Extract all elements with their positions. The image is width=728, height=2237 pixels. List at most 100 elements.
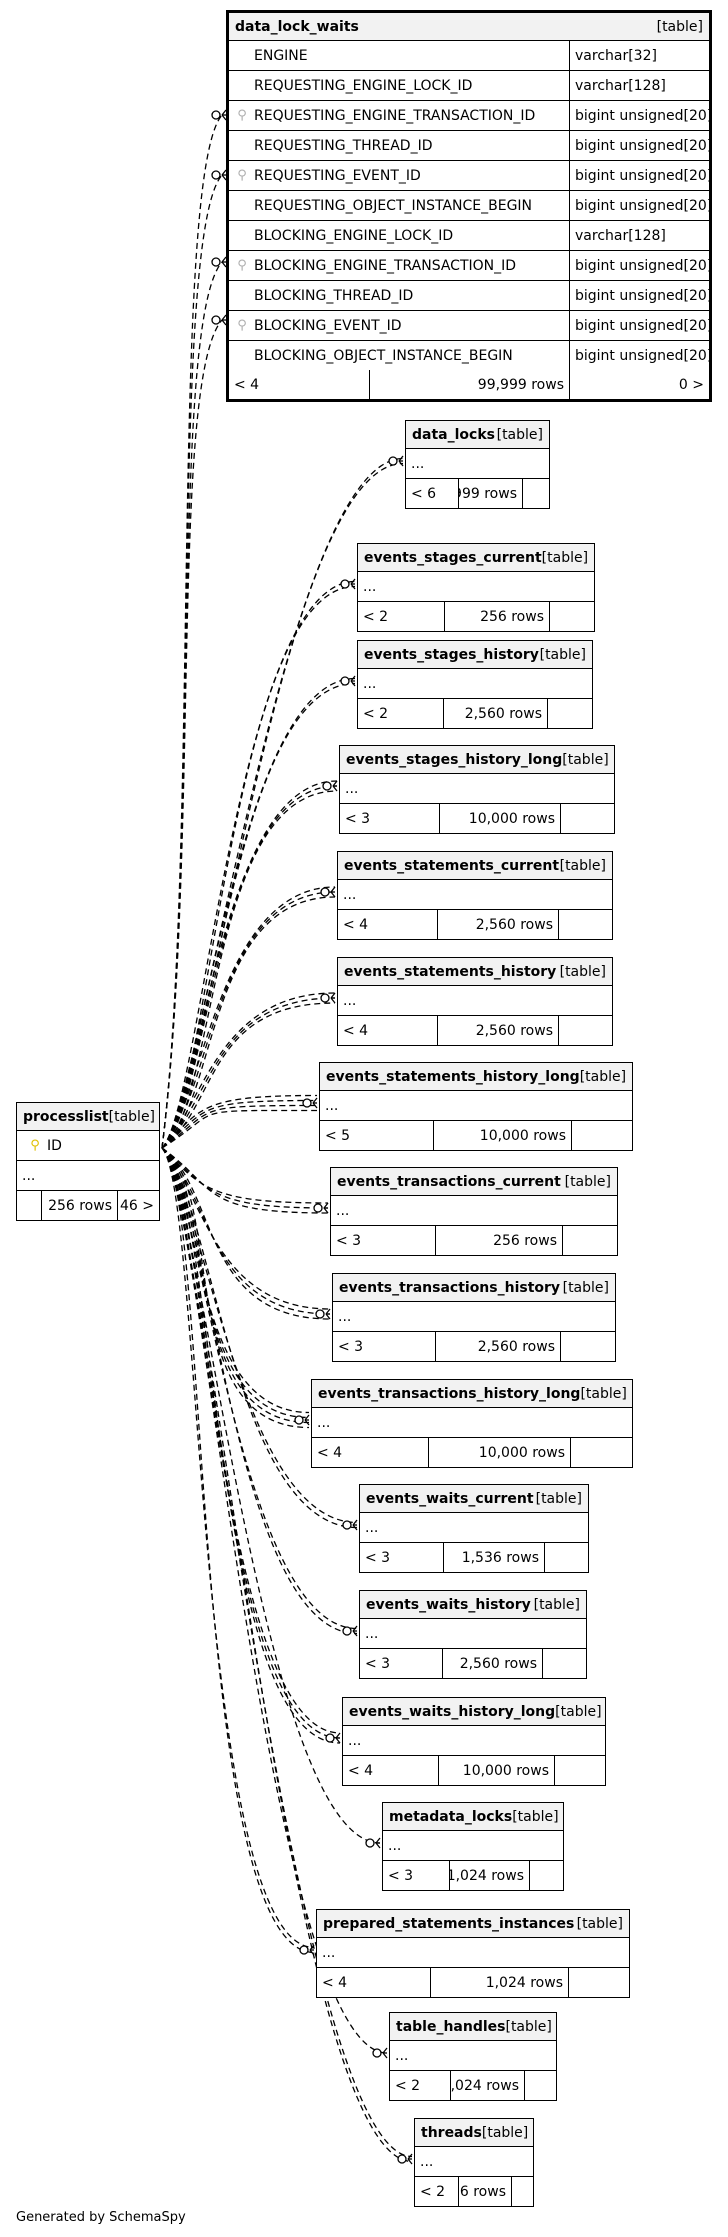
table-events-transactions-history[interactable]: events_transactions_history[table]...< 3… xyxy=(332,1273,616,1362)
table-name: events_stages_history_long xyxy=(346,751,563,768)
edge-to-events-statements-history-long xyxy=(161,1099,318,1149)
crow-foot-icon xyxy=(294,1414,310,1426)
table-header: processlist [table] xyxy=(17,1103,159,1131)
crow-foot-icon xyxy=(322,780,338,792)
table-name: data_lock_waits xyxy=(235,18,359,35)
row-count: 2,560 rows xyxy=(435,1332,560,1361)
children-count xyxy=(547,699,592,728)
column-name: REQUESTING_ENGINE_TRANSACTION_ID xyxy=(254,107,536,124)
crow-foot-icon xyxy=(325,1732,341,1744)
parents-count: < 3 xyxy=(338,1338,364,1355)
table-kind: [table] xyxy=(559,857,606,874)
table-events-transactions-history-long[interactable]: events_transactions_history_long[table].… xyxy=(311,1379,633,1468)
foreign-key-icon: ⚲ xyxy=(237,318,247,333)
children-count xyxy=(560,1332,615,1361)
edge-to-threads xyxy=(161,1147,413,2163)
edge-to-events-transactions-current xyxy=(161,1147,329,1209)
row-count: 256 rows xyxy=(444,602,549,631)
column-ellipsis: ... xyxy=(17,1161,159,1191)
table-processlist[interactable]: processlist [table] ⚲ ID ... 256 rows 46… xyxy=(16,1102,160,1221)
table-data-locks[interactable]: data_locks[table]...< 699,999 rows xyxy=(405,420,550,509)
children-count xyxy=(570,1438,632,1467)
edge-to-table-handles xyxy=(161,1147,388,2054)
edge-to-events-stages-history xyxy=(161,677,356,1149)
edge-to-events-waits-current xyxy=(161,1147,358,1529)
table-kind: [table] xyxy=(535,1490,582,1507)
edge-to-main xyxy=(161,319,223,1149)
column-name: BLOCKING_OBJECT_INSTANCE_BEGIN xyxy=(254,347,513,364)
column-type: varchar[32] xyxy=(569,41,709,70)
crow-foot-icon xyxy=(211,109,227,121)
table-kind: [table] xyxy=(505,2018,552,2035)
row-count: 2,560 rows xyxy=(442,1649,542,1678)
parents-count: < 4 xyxy=(343,916,369,933)
column-name: REQUESTING_OBJECT_INSTANCE_BEGIN xyxy=(254,197,533,214)
table-kind: [table] xyxy=(562,1279,609,1296)
table-header: events_waits_history_long[table] xyxy=(343,1698,605,1726)
edge-to-events-transactions-history-long xyxy=(161,1147,310,1429)
children-count xyxy=(529,1861,563,1890)
table-kind: [table] xyxy=(656,18,703,35)
table-name: table_handles xyxy=(396,2018,506,2035)
table-table-handles[interactable]: table_handles[table]...< 21,024 rows xyxy=(389,2012,557,2101)
parents-count: < 4 xyxy=(317,1444,343,1461)
table-footer: < 21,024 rows xyxy=(390,2071,556,2100)
children-count xyxy=(562,1226,617,1255)
table-header: events_statements_history_long[table] xyxy=(320,1063,632,1091)
table-kind: [table] xyxy=(496,426,543,443)
table-kind: [table] xyxy=(576,1915,623,1932)
column-ellipsis: ... xyxy=(317,1938,629,1968)
row-count: 10,000 rows xyxy=(438,1756,554,1785)
edge-to-data-locks xyxy=(161,457,404,1149)
column-ellipsis: ... xyxy=(360,1619,586,1649)
table-kind: [table] xyxy=(533,1596,580,1613)
table-name: events_stages_current xyxy=(364,549,542,566)
table-header: events_transactions_history_long[table] xyxy=(312,1380,632,1408)
table-name: events_waits_current xyxy=(366,1490,534,1507)
column-type: varchar[128] xyxy=(569,71,709,100)
column-name: REQUESTING_EVENT_ID xyxy=(254,167,421,184)
table-header: events_stages_current[table] xyxy=(358,544,594,572)
table-events-statements-history-long[interactable]: events_statements_history_long[table]...… xyxy=(319,1062,633,1151)
crow-foot-icon xyxy=(365,1837,381,1849)
table-header: events_stages_history_long[table] xyxy=(340,746,614,774)
parents-count: < 3 xyxy=(365,1549,391,1566)
crow-foot-icon xyxy=(320,886,336,898)
column-ellipsis: ... xyxy=(406,449,549,479)
parents-count: < 2 xyxy=(363,608,389,625)
table-name: processlist xyxy=(23,1108,109,1125)
column-name: BLOCKING_ENGINE_LOCK_ID xyxy=(254,227,454,244)
column-ellipsis: ... xyxy=(320,1091,632,1121)
children-count xyxy=(524,2071,556,2100)
edge-to-data-locks xyxy=(161,462,404,1149)
table-events-transactions-current[interactable]: events_transactions_current[table]...< 3… xyxy=(330,1167,618,1256)
table-prepared-statements-instances[interactable]: prepared_statements_instances[table]...<… xyxy=(316,1909,630,1998)
children-count xyxy=(544,1543,588,1572)
crow-foot-icon xyxy=(313,1202,329,1214)
edge-to-events-stages-history-long xyxy=(161,790,338,1149)
column-name: BLOCKING_THREAD_ID xyxy=(254,287,414,304)
parents-count: < 4 xyxy=(348,1762,374,1779)
edge-to-events-statements-history-long xyxy=(161,1109,318,1149)
row-count: 10,000 rows xyxy=(433,1121,571,1150)
column-type: bigint unsigned[20] xyxy=(569,191,709,220)
table-name: events_statements_current xyxy=(344,857,560,874)
table-header: threads[table] xyxy=(415,2119,533,2147)
